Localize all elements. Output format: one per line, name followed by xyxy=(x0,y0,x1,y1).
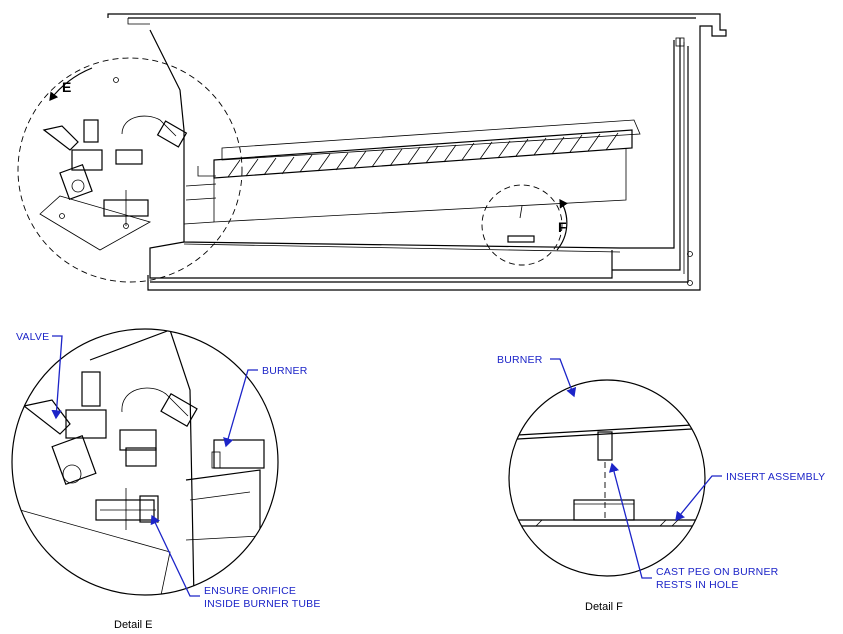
label-burner-f: BURNER xyxy=(497,354,543,366)
label-cast-peg-line1: CAST PEG ON BURNER xyxy=(656,566,779,578)
caption-detail-e: Detail E xyxy=(114,619,153,631)
detail-e: VALVE BURNER ENSURE ORIFICE INSIDE BURNE… xyxy=(11,328,321,631)
valve-assembly-main xyxy=(39,115,188,251)
label-valve: VALVE xyxy=(16,331,49,343)
callout-f: F xyxy=(558,219,567,235)
label-orifice-line1: ENSURE ORIFICE xyxy=(204,585,296,597)
fryer-tub xyxy=(107,13,727,291)
label-orifice-line2: INSIDE BURNER TUBE xyxy=(204,598,321,610)
detail-f: BURNER INSERT ASSEMBLY CAST PEG ON BURNE… xyxy=(497,354,825,613)
label-insert-assembly: INSERT ASSEMBLY xyxy=(726,471,825,483)
burner-main xyxy=(183,119,641,225)
label-cast-peg-line2: RESTS IN HOLE xyxy=(656,579,739,591)
callout-e: E xyxy=(62,79,71,95)
caption-detail-f: Detail F xyxy=(585,601,623,613)
main-view: E F xyxy=(17,13,727,291)
detail-e-marker: E xyxy=(17,57,243,283)
combustion-chamber xyxy=(149,29,675,279)
detail-f-marker: F xyxy=(481,184,568,266)
label-burner-e: BURNER xyxy=(262,365,308,377)
